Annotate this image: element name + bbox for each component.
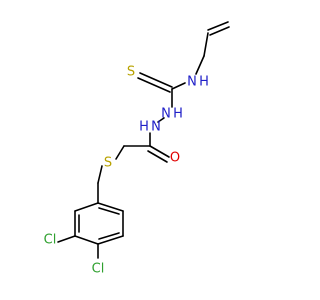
atom-label-hydrazine-hydrogen-lower: H bbox=[139, 120, 149, 135]
bond-ring-3-4 bbox=[97, 235, 124, 245]
bond-ring-chloro-upper bbox=[57, 235, 76, 243]
bond-ch2-thioether bbox=[115, 145, 125, 160]
atom-label-hydrazine-nitrogen-lower: N bbox=[151, 120, 161, 135]
atom-label-hydrazine-nitrogen-upper: N bbox=[161, 107, 171, 122]
bond-ring-6-1 bbox=[74, 202, 99, 212]
atom-label-allyl-nitrogen: N bbox=[187, 75, 197, 90]
bond-allyl-vinyl-ch2 bbox=[203, 32, 209, 57]
bond-ring-4-5 bbox=[74, 235, 99, 245]
bond-carbonyl-double-b bbox=[147, 150, 168, 163]
bond-ring-1-2 bbox=[97, 202, 124, 212]
atom-label-thiocarbonyl-sulfur: S bbox=[127, 65, 135, 80]
bond-allyl-ch2-n bbox=[195, 55, 205, 75]
atom-label-thioether-sulfur: S bbox=[104, 156, 112, 171]
bond-thioether-benzyl-ch2 bbox=[97, 165, 103, 184]
molecule-structure: S N H N H N H O S Cl Cl bbox=[44, 21, 230, 277]
bond-ring-inner-a bbox=[98, 207, 120, 215]
atom-label-carbonyl-oxygen: O bbox=[170, 151, 180, 166]
bond-hydrazine-n-n bbox=[157, 117, 165, 123]
bond-allyl-terminal-double-b bbox=[209, 26, 230, 36]
bond-thiocarbonyl-double-a bbox=[139, 72, 173, 88]
bond-nh-thiocarbonyl bbox=[171, 82, 186, 90]
atom-label-allyl-hydrogen: H bbox=[199, 75, 209, 90]
bond-allyl-terminal-double-a bbox=[207, 21, 229, 31]
bond-carbonyl-double-a bbox=[149, 145, 170, 158]
atom-label-hydrazine-hydrogen-upper: H bbox=[173, 107, 183, 122]
bond-thiocarbonyl-double-b bbox=[137, 77, 171, 93]
atom-label-chlorine-upper: Cl bbox=[44, 233, 57, 248]
bond-ring-inner-b bbox=[98, 232, 120, 240]
atom-label-chlorine-lower: Cl bbox=[92, 262, 105, 277]
